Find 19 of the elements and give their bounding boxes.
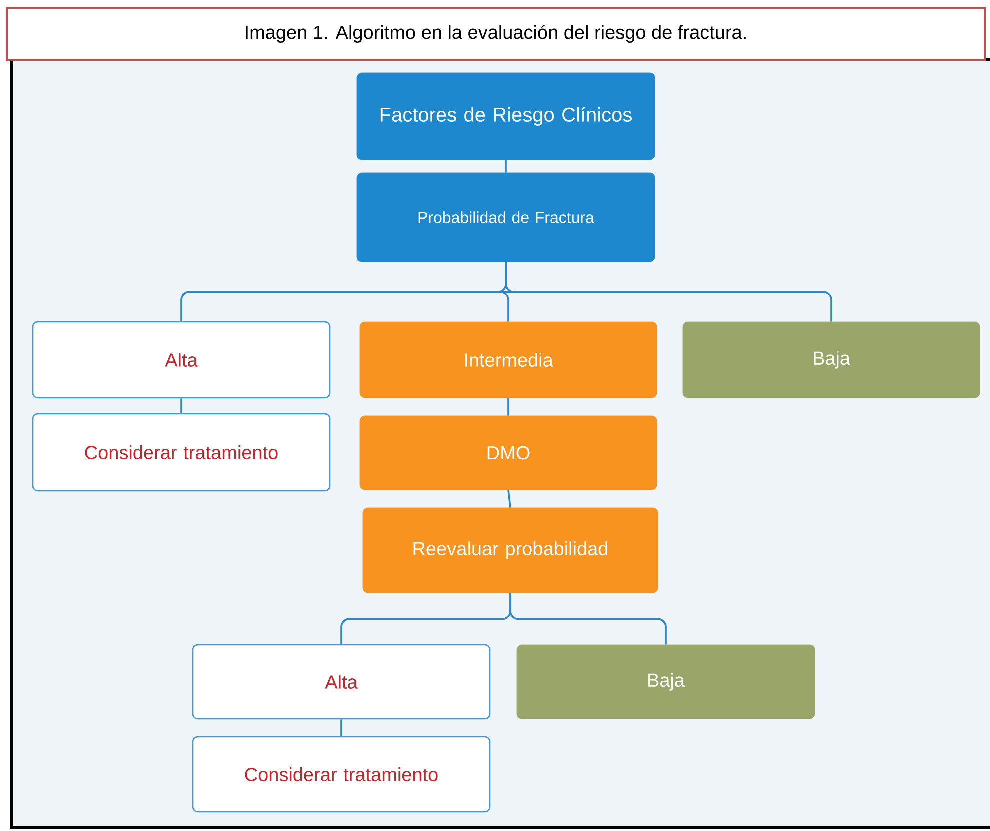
- connector-line: [505, 160, 507, 173]
- connector-line: [508, 490, 512, 508]
- connector-line: [505, 262, 832, 322]
- process-box: Considerar tratamiento: [192, 736, 491, 813]
- process-box: Alta: [32, 321, 331, 399]
- process-box: Baja: [682, 322, 980, 398]
- process-box: Alta: [192, 644, 491, 720]
- process-box: DMO: [360, 416, 658, 490]
- process-box: Probabilidad de Fractura: [356, 172, 656, 262]
- connector-line: [180, 398, 182, 414]
- process-box: Factores de Riesgo Clínicos: [356, 72, 656, 160]
- process-box: Baja: [516, 644, 816, 720]
- process-box: Reevaluar probabilidad: [362, 508, 658, 594]
- process-box: Intermedia: [360, 322, 658, 398]
- connector-line: [340, 720, 342, 736]
- connector-line: [510, 593, 667, 645]
- process-box: Considerar tratamiento: [32, 413, 331, 492]
- connector-line: [508, 398, 510, 416]
- title-box: Imagen 1. Algoritmo en la evaluación del riesgo de fractura.: [6, 7, 986, 61]
